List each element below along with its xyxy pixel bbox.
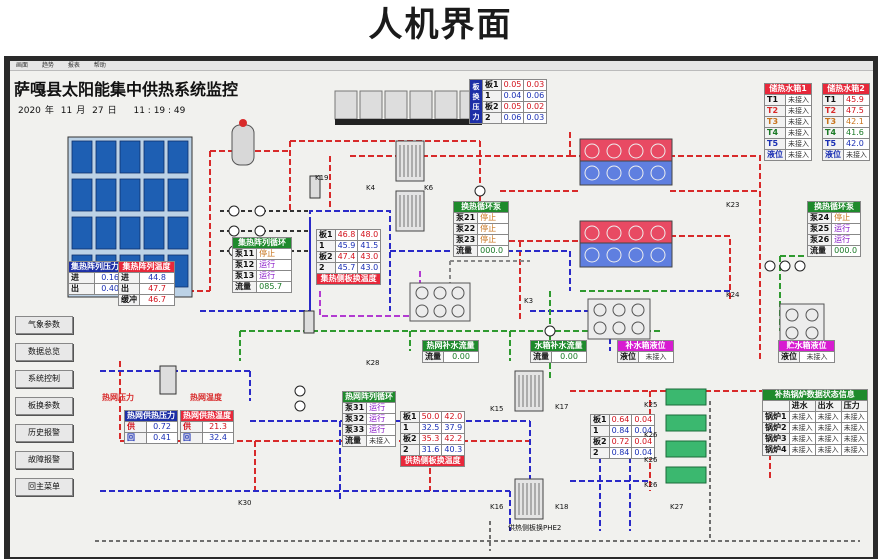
menu-item[interactable]: 报表 xyxy=(67,62,80,69)
valve-label: K25 xyxy=(644,401,658,409)
valve-label: K17 xyxy=(555,403,569,411)
hmi-screen: 画面 趋势 报表 帮助 xyxy=(10,61,873,557)
phe2-label: 供热侧板换PHE2 xyxy=(508,524,562,532)
makeup-tank-level-table: 补水箱液位 液位未接入 xyxy=(617,340,674,363)
nav-main-menu-button[interactable]: 回主菜单 xyxy=(15,478,73,496)
nav-fault-alarm-button[interactable]: 故障报警 xyxy=(15,451,73,469)
nav-overview-button[interactable]: 数据总览 xyxy=(15,343,73,361)
valve-label: K15 xyxy=(490,405,504,413)
valve-label: K24 xyxy=(726,291,740,299)
valve-label: K26 xyxy=(644,456,658,464)
nav-plate-button[interactable]: 板换参数 xyxy=(15,397,73,415)
nav-weather-button[interactable]: 气象参数 xyxy=(15,316,73,334)
menu-item[interactable]: 趋势 xyxy=(41,62,54,69)
heat-net-pressure-label: 热网压力 xyxy=(102,393,134,402)
valve-label: K16 xyxy=(490,503,504,511)
system-title: 萨嘎县太阳能集中供热系统监控 xyxy=(14,80,239,99)
valve-label: K23 xyxy=(726,201,740,209)
valve-label: K19 xyxy=(315,174,329,182)
process-diagram xyxy=(67,90,860,551)
menu-bar: 画面 趋势 报表 帮助 xyxy=(10,61,873,71)
heat-net-temp-label: 热网温度 xyxy=(190,393,222,402)
valve-label: K3 xyxy=(524,297,534,305)
valve-label: K28 xyxy=(366,359,380,367)
valve-label: K6 xyxy=(424,184,434,192)
menu-item[interactable]: 画面 xyxy=(16,62,29,69)
valve-label: K26 xyxy=(644,481,658,489)
menu-item[interactable]: 帮助 xyxy=(93,62,106,69)
valve-label: K26 xyxy=(644,431,658,439)
page-title: 人机界面 xyxy=(368,5,513,45)
valve-label: K4 xyxy=(366,184,376,192)
storage-tank-level-table: 贮水箱液位 液位未接入 xyxy=(778,340,835,363)
monitor-frame: 画面 趋势 报表 帮助 xyxy=(4,56,878,559)
nav-history-alarm-button[interactable]: 历史报警 xyxy=(15,424,73,442)
valve-label: K27 xyxy=(670,503,684,511)
valve-label: K18 xyxy=(555,503,569,511)
nav-control-button[interactable]: 系统控制 xyxy=(15,370,73,388)
valve-label: K30 xyxy=(238,499,252,507)
